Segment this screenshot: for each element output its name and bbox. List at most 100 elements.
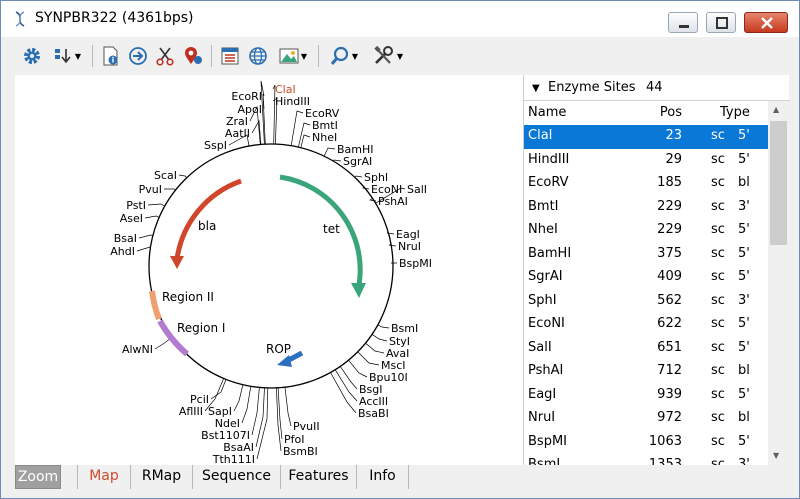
site-leader-line [204,378,225,412]
site-label[interactable]: PshAI [378,195,408,208]
tab-rmap[interactable]: RMap [131,465,193,489]
site-label[interactable]: ClaI [275,83,296,96]
site-label[interactable]: NheI [312,131,337,144]
location-button[interactable] [182,45,204,67]
region2-feature[interactable] [149,290,162,321]
site-label[interactable]: HindIII [275,95,310,108]
list-button[interactable] [219,45,241,67]
globe-button[interactable] [247,45,269,67]
site-label[interactable]: AflIII [179,405,203,418]
site-label[interactable]: BmtI [312,119,338,132]
tools-dropdown-button[interactable]: ▼ [369,45,407,67]
site-label[interactable]: NruI [398,240,421,253]
site-label[interactable]: AseI [120,212,143,225]
site-label[interactable]: ZraI [226,115,248,128]
site-label[interactable]: EcoNI [371,183,402,196]
site-label[interactable]: PstI [126,199,146,212]
settings-button[interactable] [21,45,43,67]
enzyme-table-scrollbar[interactable]: ▲ ▼ [768,101,789,465]
site-label[interactable]: BspMI [399,257,432,270]
site-label[interactable]: AvaI [386,347,409,360]
tab-map[interactable]: Map [77,465,131,489]
site-label[interactable]: PfoI [284,433,304,446]
close-button[interactable] [744,12,788,33]
site-label[interactable]: SgrAI [343,155,372,168]
site-label[interactable]: ApoI [238,103,262,116]
scroll-up-icon[interactable]: ▲ [773,105,780,114]
image-dropdown-button[interactable]: ▼ [275,45,311,67]
site-label[interactable]: Bst1107I [201,429,250,442]
site-label[interactable]: SalI [407,183,427,196]
horizontal-scrollbar[interactable] [15,489,789,495]
site-label[interactable]: PciI [190,393,209,406]
site-label[interactable]: AlwNI [122,343,153,356]
site-label[interactable]: EcoRI [231,90,262,103]
site-label[interactable]: EcoRV [305,107,340,120]
site-label[interactable]: BsmBI [283,445,318,458]
scrollbar-thumb[interactable] [770,121,787,245]
bla-arrow[interactable] [174,178,242,260]
tab-zoom[interactable]: Zoom [15,465,61,489]
site-label[interactable]: StyI [389,335,410,348]
site-label[interactable]: BsgI [359,383,383,396]
site-label[interactable]: SphI [364,171,388,184]
column-header-pos[interactable]: Pos [659,105,682,120]
scroll-down-icon[interactable]: ▼ [773,451,780,460]
search-dropdown-button[interactable]: ▼ [326,45,362,67]
tab-sequence[interactable]: Sequence [193,465,281,489]
document-info-button[interactable] [100,45,122,67]
site-label[interactable]: EagI [396,228,420,241]
site-label[interactable]: ScaI [154,169,177,182]
site-label[interactable]: Tth111I [212,453,255,466]
site-leader-line [249,105,261,145]
site-label[interactable]: AccIII [359,395,388,408]
site-label[interactable]: AhdI [110,245,135,258]
tet-label: tet [323,222,340,236]
cell-type-end: 3' [738,457,750,465]
cut-button[interactable] [154,45,176,67]
site-label[interactable]: MscI [381,359,406,372]
site-label[interactable]: NdeI [215,417,240,430]
site-label[interactable]: PvuI [139,183,162,196]
go-arrow-button[interactable] [127,45,149,67]
tab-info[interactable]: Info [357,465,409,489]
minimize-button[interactable] [668,12,698,33]
site-label[interactable]: BsaAI [223,441,254,454]
site-label[interactable]: BamHI [337,143,374,156]
site-label[interactable]: BsaBI [358,407,389,420]
tet-arrow[interactable] [279,174,363,286]
site-label[interactable]: PvuII [293,420,320,433]
site-label[interactable]: SapI [208,405,232,418]
site-label[interactable]: Bpu10I [369,371,408,384]
collapse-triangle-icon[interactable]: ▼ [532,83,540,94]
maximize-button[interactable] [706,12,736,33]
download-dropdown-button[interactable]: ▼ [49,45,85,67]
enzyme-sites-header[interactable]: ▼ Enzyme Sites 44 [524,75,790,101]
site-label[interactable]: BsaI [114,232,137,245]
column-header-type[interactable]: Type [720,105,750,120]
cell-pos: 409 [657,269,682,284]
site-label[interactable]: SspI [204,139,227,152]
site-label[interactable]: BsmI [391,322,418,335]
region1-feature[interactable] [157,319,190,357]
tab-features[interactable]: Features [281,465,357,489]
site-label[interactable]: AatII [225,127,250,140]
column-header-name[interactable]: Name [528,105,567,120]
